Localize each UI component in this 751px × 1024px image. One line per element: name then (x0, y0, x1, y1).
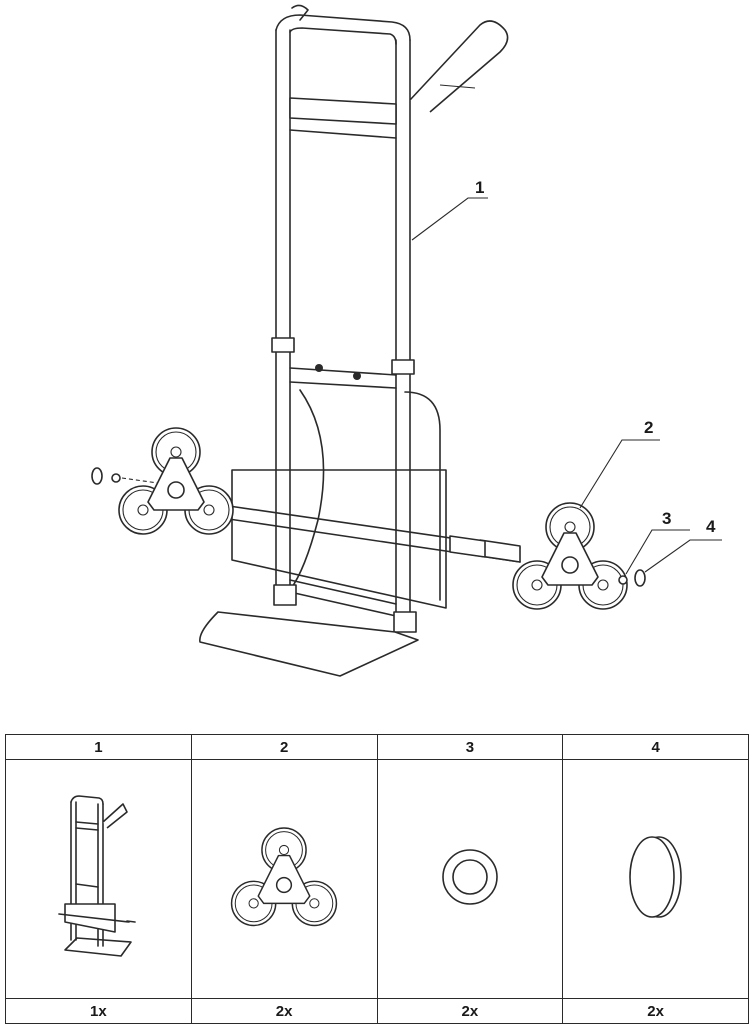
callout-1: 1 (475, 178, 484, 197)
part-number-3: 3 (376, 734, 564, 760)
part-number-1: 1 (5, 734, 192, 760)
part-quantity-1: 1x (5, 998, 192, 1024)
part-image-cell-2 (190, 759, 378, 999)
washer-icon (442, 849, 498, 905)
part-image-cell-3 (376, 759, 564, 999)
part-quantity-2: 2x (190, 998, 378, 1024)
callout-3: 3 (662, 509, 671, 528)
part-image-cell-1 (5, 759, 192, 999)
part-quantity-4: 2x (562, 998, 749, 1024)
exploded-assembly-diagram: 1 2 3 4 (91, 4, 722, 677)
callout-2: 2 (644, 418, 653, 437)
part-image-cell-4 (562, 759, 749, 999)
right-wheel-assembly (512, 502, 646, 610)
hand-truck-frame (199, 4, 521, 677)
part-quantity-3: 2x (376, 998, 564, 1024)
parts-table: 1 2 3 4 (5, 734, 749, 1024)
callout-4: 4 (706, 517, 716, 536)
tri-wheel-icon (230, 827, 338, 927)
cap-icon (628, 836, 682, 918)
part-number-2: 2 (190, 734, 378, 760)
hand-truck-frame-icon (58, 795, 137, 957)
left-wheel-assembly (91, 427, 234, 535)
part-number-4: 4 (562, 734, 749, 760)
